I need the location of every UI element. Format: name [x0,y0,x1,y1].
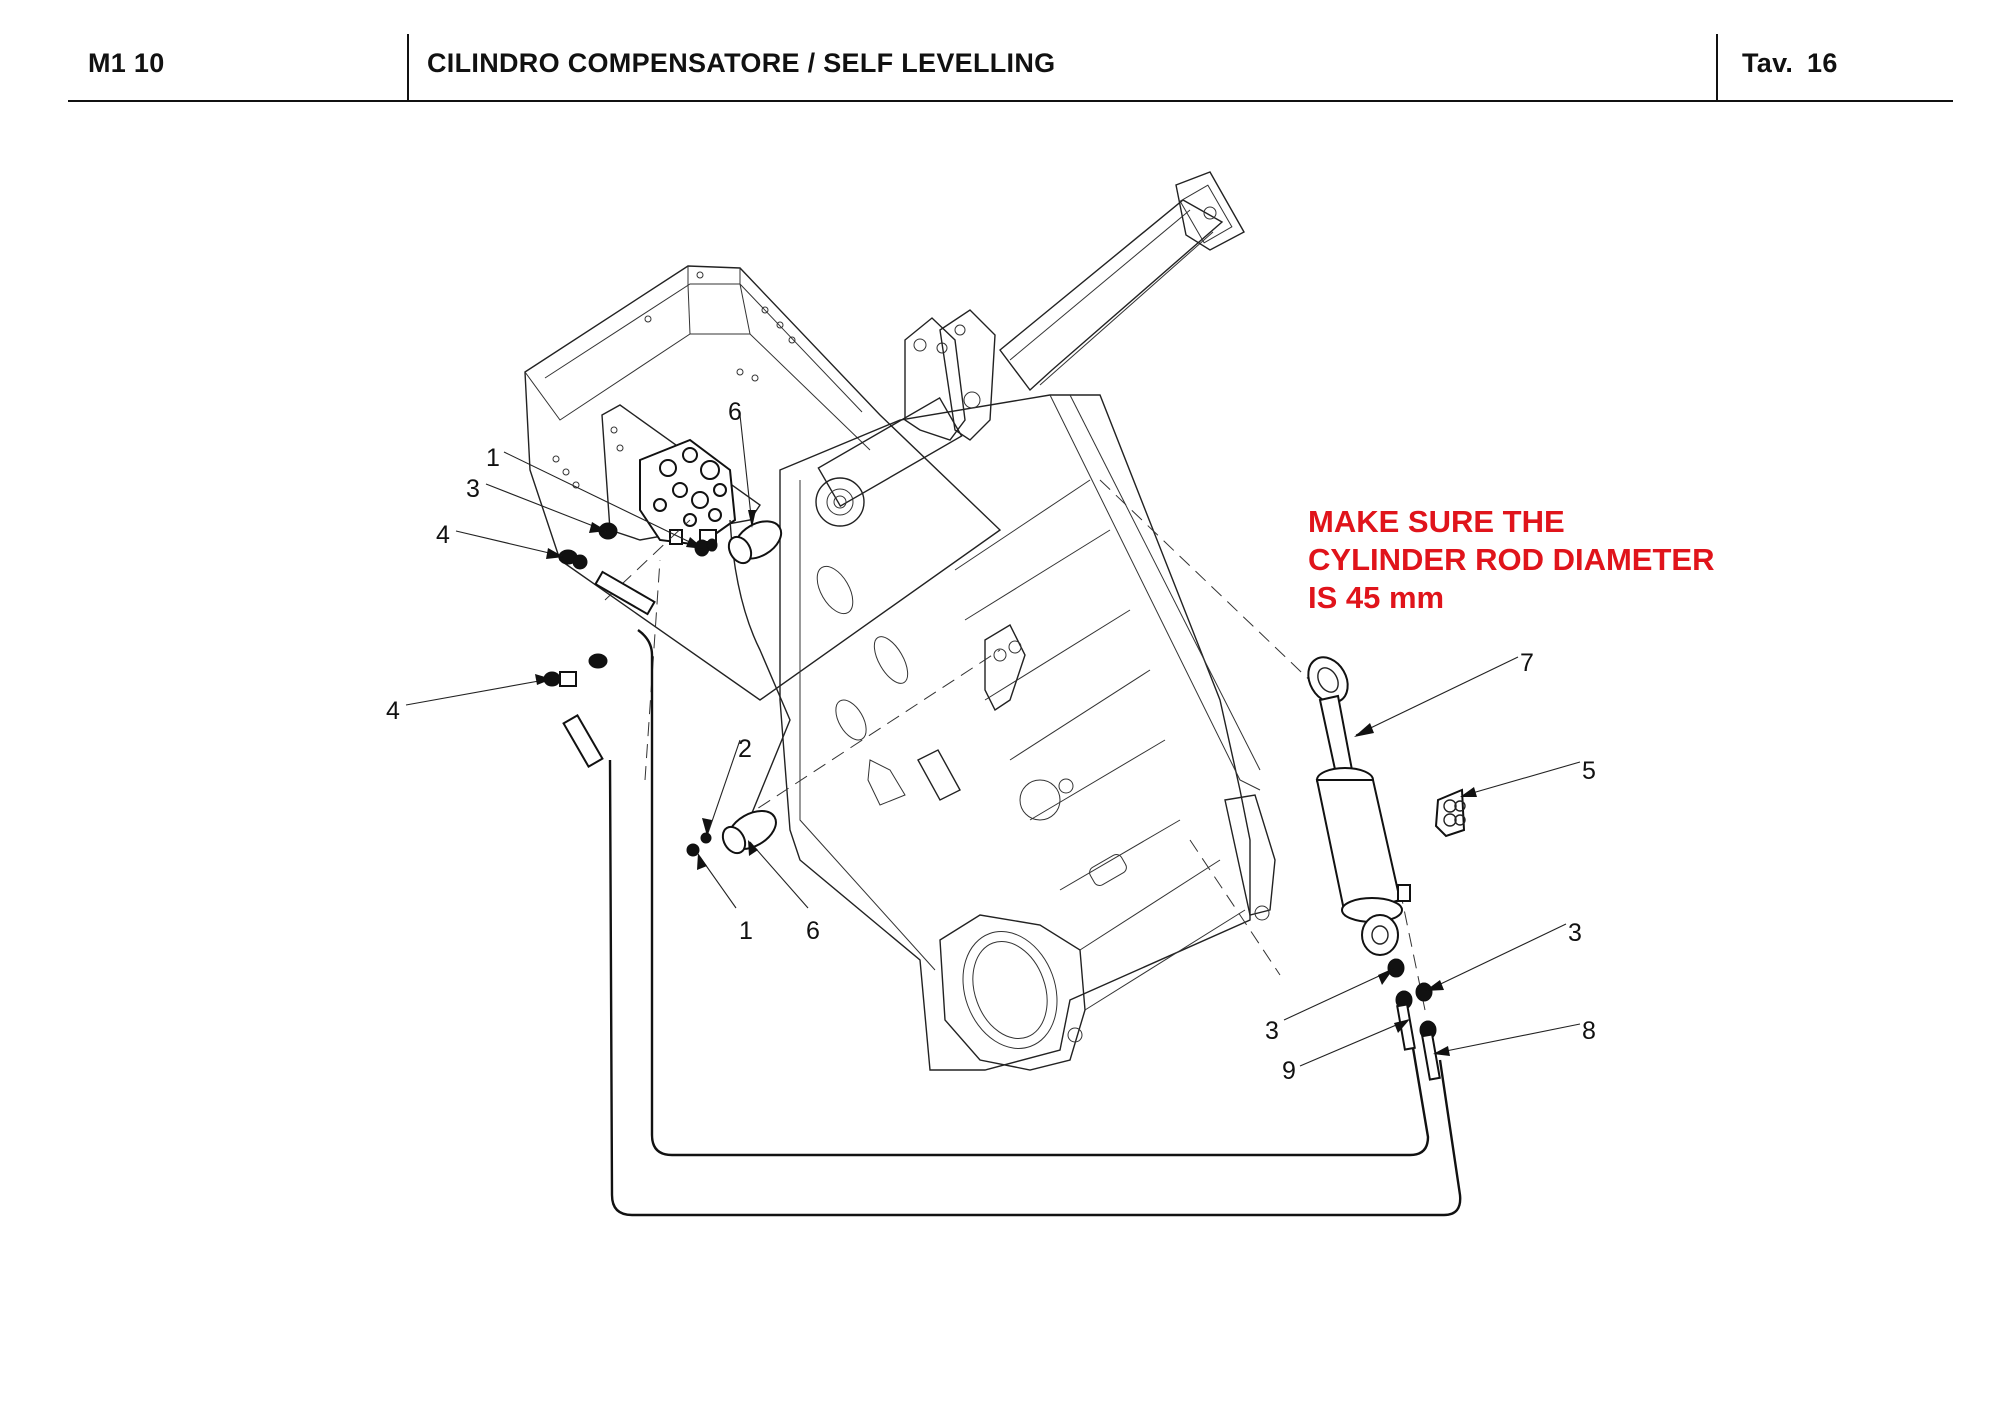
main-frame [779,171,1276,1071]
self-levelling-cylinder [1307,656,1411,956]
callout-number: 4 [386,697,400,725]
header-rule [68,100,1953,102]
assembly-centre-lines [604,479,1426,1011]
model-code: M1 10 [88,48,165,78]
fittings-upper [543,520,783,769]
header-divider-left [407,34,409,101]
fittings-lower [686,810,777,857]
warning-note-line: IS 45 mm [1308,580,1445,615]
page-title: CILINDRO COMPENSATORE / SELF LEVELLING [427,48,1056,78]
callout-number: 3 [466,475,480,503]
callout-number: 2 [738,735,752,763]
callout-number: 3 [1265,1017,1279,1045]
warning-note-line: CYLINDER ROD DIAMETER [1308,542,1715,577]
cylinder-fittings [1387,958,1441,1081]
callout-number: 9 [1282,1057,1296,1085]
leader-lines [405,414,1581,1067]
callouts: 6 1 3 4 4 2 1 6 7 5 3 3 8 9 [386,398,1596,1085]
tray-assembly [524,265,1002,701]
callout-number: 1 [486,444,500,472]
callout-number: 6 [728,398,742,426]
warning-note: MAKE SURE THE CYLINDER ROD DIAMETER IS 4… [1308,503,1714,617]
callout-number: 3 [1568,919,1582,947]
warning-note-line: MAKE SURE THE [1308,504,1565,539]
callout-number: 5 [1582,757,1596,785]
decal [1434,788,1466,838]
callout-number: 8 [1582,1017,1596,1045]
callout-number: 6 [806,917,820,945]
table-number: Tav. 16 [1742,48,1838,78]
callout-number: 7 [1520,649,1534,677]
valve-body [639,438,737,547]
header-divider-right [1716,34,1718,101]
callout-number: 4 [436,521,450,549]
valve-block [601,404,761,547]
callout-number: 1 [739,917,753,945]
hydraulic-hoses [608,519,1462,1217]
